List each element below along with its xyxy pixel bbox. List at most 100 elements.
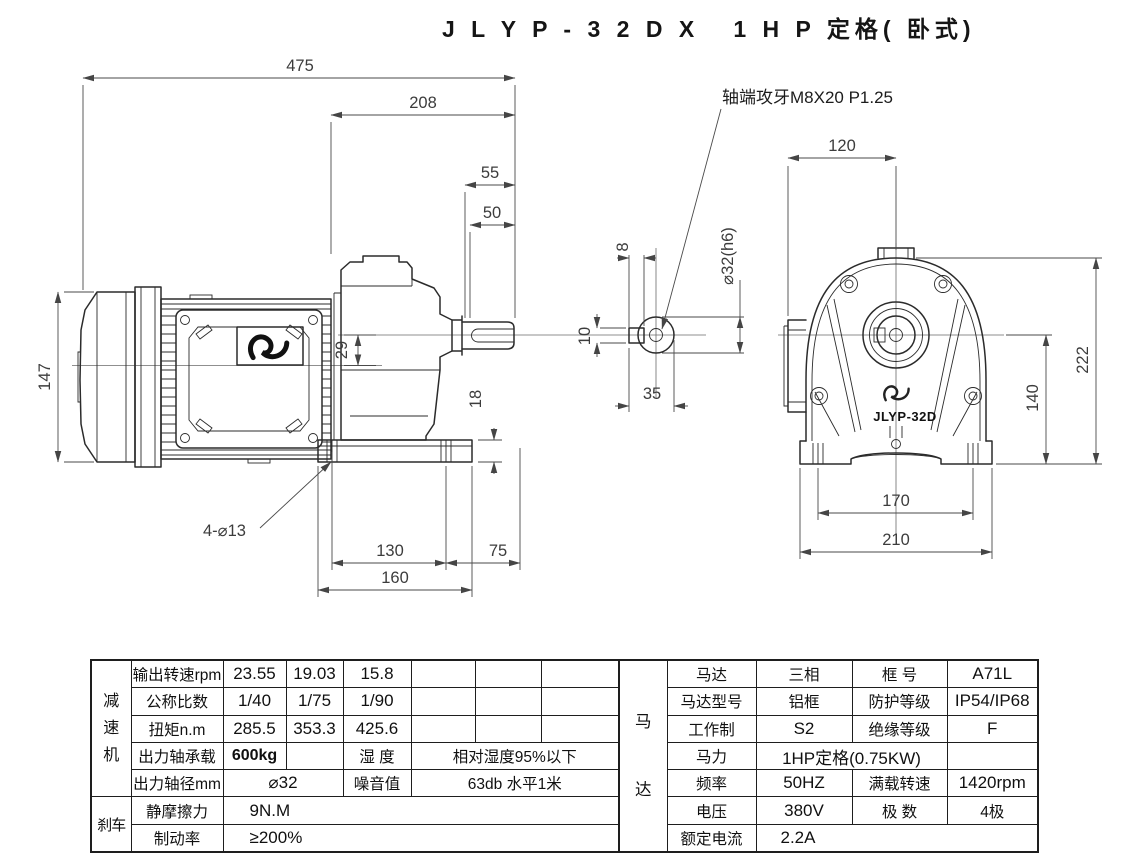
label-shaft-load: 出力轴承载: [130, 741, 224, 771]
value-frame: A71L: [946, 659, 1039, 689]
value-torque-3: 425.6: [342, 714, 412, 743]
dim-foot-thickness: 18: [467, 390, 485, 408]
dim-key-width: 8: [614, 242, 632, 251]
callout-shaft-tap: 轴端攻牙M8X20 P1.25: [722, 88, 893, 107]
row-motor-model: 马达型号 铝框 防护等级 IP54/IP68: [619, 687, 1039, 716]
dim-across-35: 35: [643, 385, 661, 403]
row-torque: 扭矩n.m 285.5 353.3 425.6: [91, 714, 620, 743]
label-brake-rate: 制动率: [130, 823, 224, 853]
value-noise: 63db 水平1米: [410, 769, 620, 798]
label-shaft-diameter: 出力轴径mm: [130, 769, 224, 798]
dim-motor-height: 147: [36, 363, 54, 391]
label-humidity: 湿 度: [342, 741, 412, 771]
value-brake-rate: ≥200%: [222, 823, 620, 853]
value-humidity: 相对湿度95%以下: [410, 741, 620, 771]
group-reducer: 减速机: [90, 659, 132, 798]
value-ratio-2: 1/75: [285, 687, 344, 716]
label-output-speed: 输出转速rpm: [130, 659, 224, 689]
value-speed-4: [410, 659, 476, 689]
row-frequency: 频率 50HZ 满载转速 1420rpm: [619, 769, 1039, 798]
page-title: J L Y P - 3 2 D X 1 H P 定格( 卧式): [442, 16, 976, 42]
value-speed-2: 19.03: [285, 659, 344, 689]
row-shaft-diameter: 出力轴径mm ⌀32 噪音值 63db 水平1米: [91, 769, 620, 798]
value-speed-6: [540, 659, 620, 689]
value-ratio-3: 1/90: [342, 687, 412, 716]
label-motor-model: 马达型号: [666, 687, 757, 716]
value-shaft-diameter: ⌀32: [222, 769, 344, 798]
dim-foot-span-130: 130: [376, 542, 404, 560]
group-motor: 马 达: [618, 659, 668, 853]
row-power: 马力 1HP定格(0.75KW): [619, 741, 1039, 771]
dim-shaft-55: 55: [481, 164, 499, 182]
label-protection: 防护等级: [851, 687, 948, 716]
value-static-friction: 9N.M: [222, 796, 620, 825]
dim-shaft-diameter: ⌀32(h6): [719, 227, 737, 285]
group-brake: 刹车: [90, 796, 132, 853]
value-poles: 4极: [946, 796, 1039, 825]
label-static-friction: 静摩擦力: [130, 796, 224, 825]
value-motor-model: 铝框: [755, 687, 853, 716]
value-speed-5: [474, 659, 542, 689]
row-ratio: 公称比数 1/40 1/75 1/90: [91, 687, 620, 716]
value-torque-1: 285.5: [222, 714, 287, 743]
dim-center-height: 140: [1024, 384, 1042, 412]
row-rated-current: 额定电流 2.2A: [619, 823, 1039, 853]
dim-foot-75: 75: [489, 542, 507, 560]
row-motor-type: 马 达 马达 三相 框 号 A71L: [618, 659, 1039, 853]
label-frame: 框 号: [851, 659, 948, 689]
label-insulation: 绝缘等级: [851, 714, 948, 743]
dim-key-height: 10: [576, 327, 594, 345]
group-motor-char2: 达: [635, 781, 652, 800]
row-output-speed: 减速机 输出转速rpm 23.55 19.03 15.8: [90, 659, 620, 798]
label-voltage: 电压: [666, 796, 757, 825]
value-power: 1HP定格(0.75KW): [755, 741, 948, 771]
label-full-load-speed: 满载转速: [851, 769, 948, 798]
spec-table-motor: 马 达 马达 三相 框 号 A71L 马达型号 铝框 防护等级 IP54/IP6…: [618, 659, 1039, 854]
brand-logo-plate: [236, 326, 304, 366]
value-speed-3: 15.8: [342, 659, 412, 689]
label-torque: 扭矩n.m: [130, 714, 224, 743]
side-view: [72, 255, 706, 468]
label-motor: 马达: [666, 659, 757, 689]
dim-base-width: 210: [882, 531, 910, 549]
label-power: 马力: [666, 741, 757, 771]
value-speed-1: 23.55: [222, 659, 287, 689]
dim-gearbox-length: 208: [409, 94, 437, 112]
value-motor-phase: 三相: [755, 659, 853, 689]
value-full-load-speed: 1420rpm: [946, 769, 1039, 798]
row-voltage: 电压 380V 极 数 4极: [619, 796, 1039, 825]
dim-shaft-50: 50: [483, 204, 501, 222]
cast-model-text: JLYP-32D: [873, 409, 937, 424]
shaft-end-view: 8 10 35 ⌀32(h6) 轴端攻牙M8X20 P1.25: [576, 88, 893, 412]
value-shaft-load: 600kg: [222, 741, 287, 771]
spec-table-reducer: 减速机 输出转速rpm 23.55 19.03 15.8 公称比数 1/40 1…: [90, 659, 620, 854]
label-ratio: 公称比数: [130, 687, 224, 716]
value-insulation: F: [946, 714, 1039, 743]
side-dimensions: 475 208 55 50 147 29 18 4-⌀13 13: [36, 57, 521, 597]
label-mounting-holes: 4-⌀13: [203, 522, 246, 540]
front-view: JLYP-32D: [778, 243, 1004, 535]
value-duty: S2: [755, 714, 853, 743]
value-ratio-1: 1/40: [222, 687, 287, 716]
value-voltage: 380V: [755, 796, 853, 825]
row-brake-rate: 制动率 ≥200%: [91, 823, 620, 853]
label-rated-current: 额定电流: [666, 823, 757, 853]
label-poles: 极 数: [851, 796, 948, 825]
cast-logo: [883, 385, 910, 402]
technical-drawing: 475 208 55 50 147 29 18 4-⌀13 13: [36, 57, 1102, 597]
label-noise: 噪音值: [342, 769, 412, 798]
row-static-friction: 刹车 静摩擦力 9N.M: [90, 796, 620, 853]
dim-feet-span: 170: [882, 492, 910, 510]
row-duty: 工作制 S2 绝缘等级 F: [619, 714, 1039, 743]
dim-total-height: 222: [1074, 346, 1092, 374]
value-torque-2: 353.3: [285, 714, 344, 743]
dim-overall-length: 475: [286, 57, 314, 75]
value-frequency: 50HZ: [755, 769, 853, 798]
value-protection: IP54/IP68: [946, 687, 1039, 716]
label-frequency: 频率: [666, 769, 757, 798]
group-motor-char1: 马: [635, 712, 652, 731]
value-rated-current: 2.2A: [755, 823, 1039, 853]
dim-top-width: 120: [828, 137, 856, 155]
dim-base-length: 160: [381, 569, 409, 587]
